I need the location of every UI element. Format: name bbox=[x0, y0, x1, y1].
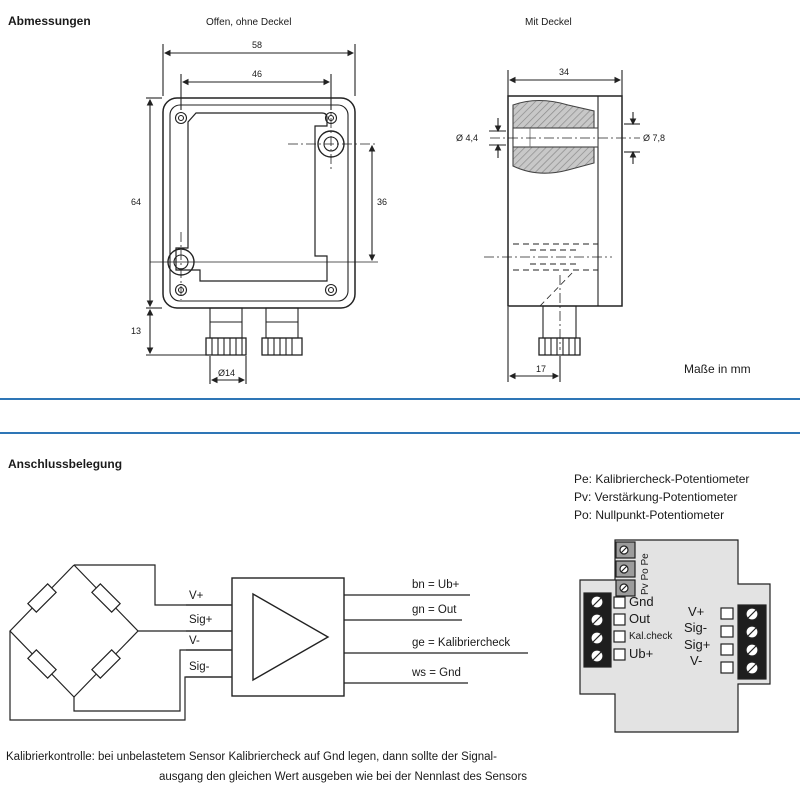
board-term-ub-plus: Ub+ bbox=[629, 646, 654, 661]
dim-17: 17 bbox=[536, 364, 547, 374]
section-title-connections: Anschlussbelegung bbox=[8, 457, 123, 471]
label-sig-minus: Sig- bbox=[189, 661, 210, 673]
bridge-circuit bbox=[9, 564, 528, 721]
pcb-board bbox=[579, 539, 771, 733]
board-pot-labels: Pv Po Pe bbox=[640, 553, 651, 595]
dim-36: 36 bbox=[377, 197, 388, 207]
dim-d14: Ø14 bbox=[218, 368, 236, 378]
label-sig-plus: Sig+ bbox=[189, 614, 213, 626]
unit-note: Maße in mm bbox=[684, 362, 751, 376]
label-v-minus: V- bbox=[189, 635, 200, 647]
output-kalibriercheck: ge = Kalibriercheck bbox=[412, 637, 511, 649]
pot-legend-pe: Pe: Kalibriercheck-Potentiometer bbox=[574, 472, 750, 486]
calibration-note-line2: ausgang den gleichen Wert ausgeben wie b… bbox=[159, 771, 528, 783]
lid-box-drawing bbox=[484, 70, 640, 382]
board-term-gnd: Gnd bbox=[629, 594, 654, 609]
pot-legend-pv: Pv: Verstärkung-Potentiometer bbox=[574, 490, 738, 504]
board-term-kalcheck: Kal.check bbox=[629, 631, 673, 642]
section-divider-bottom bbox=[0, 432, 800, 434]
output-out: gn = Out bbox=[412, 604, 457, 616]
board-term-v-plus: V+ bbox=[688, 604, 705, 619]
section-divider-top bbox=[0, 398, 800, 400]
open-box-drawing bbox=[146, 44, 378, 384]
board-term-v-minus: V- bbox=[690, 653, 703, 668]
output-ub-plus: bn = Ub+ bbox=[412, 579, 460, 591]
caption-open-view: Offen, ohne Deckel bbox=[206, 17, 292, 28]
dim-d78: Ø 7,8 bbox=[643, 133, 666, 143]
label-v-plus: V+ bbox=[189, 590, 204, 602]
pot-legend-po: Po: Nullpunkt-Potentiometer bbox=[574, 508, 725, 522]
dim-58: 58 bbox=[252, 40, 263, 50]
caption-lid-view: Mit Deckel bbox=[525, 17, 572, 28]
dim-34: 34 bbox=[559, 67, 570, 77]
board-term-sig-minus: Sig- bbox=[684, 620, 708, 635]
dim-64: 64 bbox=[131, 197, 142, 207]
board-term-out: Out bbox=[629, 611, 650, 626]
board-term-sig-plus: Sig+ bbox=[684, 637, 711, 652]
dim-d44: Ø 4,4 bbox=[456, 133, 479, 143]
output-gnd: ws = Gnd bbox=[412, 667, 461, 679]
section-title-dimensions: Abmessungen bbox=[8, 14, 91, 28]
calibration-note-line1: Kalibrierkontrolle: bei unbelastetem Sen… bbox=[6, 751, 497, 763]
dim-46: 46 bbox=[252, 69, 263, 79]
dim-13: 13 bbox=[131, 326, 142, 336]
